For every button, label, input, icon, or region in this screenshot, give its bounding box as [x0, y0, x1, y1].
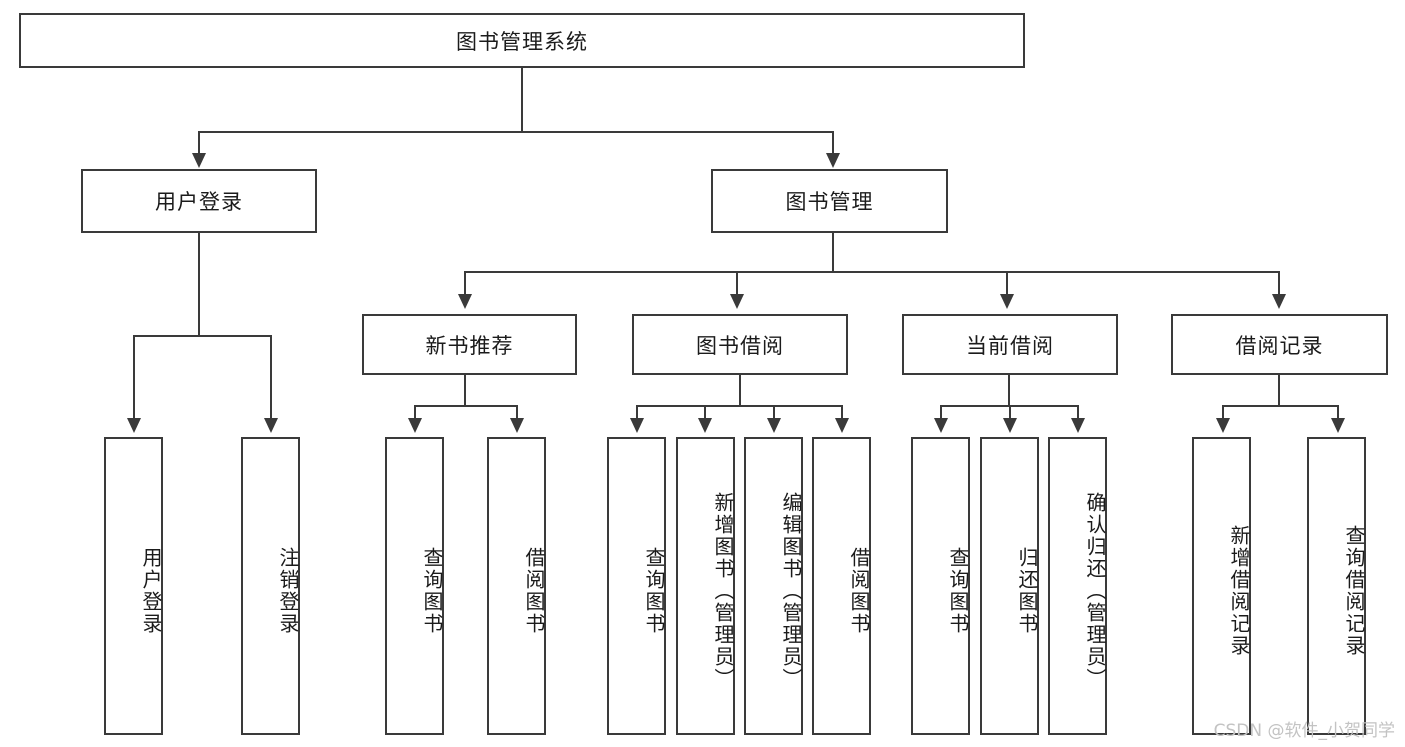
connector-book-borrow-bus	[636, 405, 843, 407]
connector-book-mgmt-to-new-book	[464, 271, 466, 296]
arrowhead-current-borrow-leaf-2	[1003, 418, 1017, 433]
arrowhead-book-borrow-leaf-2	[698, 418, 712, 433]
node-label: 借阅记录	[1235, 333, 1324, 358]
connector-book-borrow-to-leaf-4	[841, 405, 843, 420]
leaf-borrow-record-add-record[interactable]: 新增借阅记录	[1192, 437, 1251, 735]
connector-user-login-bus	[133, 335, 271, 337]
connector-book-borrow-stem	[739, 375, 741, 406]
connector-root-to-user-login	[198, 131, 200, 156]
leaf-user-login-login[interactable]: 用户登录	[104, 437, 163, 735]
arrowhead-book-borrow-leaf-4	[835, 418, 849, 433]
leaf-new-book-borrow-book[interactable]: 借阅图书	[487, 437, 546, 735]
node-label: 编辑图书（管理员）	[779, 492, 803, 690]
connector-book-mgmt-to-book-borrow	[736, 271, 738, 296]
connector-book-mgmt-bus	[464, 271, 1280, 273]
arrowhead-book-borrow-leaf-3	[767, 418, 781, 433]
arrowhead-book-mgmt-borrow-record	[1272, 294, 1286, 309]
node-label: 借阅图书	[847, 547, 871, 635]
connector-book-borrow-to-leaf-3	[773, 405, 775, 420]
node-user-login[interactable]: 用户登录	[81, 169, 317, 233]
leaf-current-borrow-return-book[interactable]: 归还图书	[980, 437, 1039, 735]
node-root-system[interactable]: 图书管理系统	[19, 13, 1025, 68]
node-label: 新增图书（管理员）	[711, 492, 735, 690]
leaf-current-borrow-confirm-return-admin[interactable]: 确认归还（管理员）	[1048, 437, 1107, 735]
leaf-user-login-logout[interactable]: 注销登录	[241, 437, 300, 735]
connector-root-stem	[521, 68, 523, 132]
node-label: 用户登录	[139, 547, 163, 635]
connector-book-borrow-to-leaf-2	[704, 405, 706, 420]
node-label: 借阅图书	[522, 547, 546, 635]
connector-current-borrow-to-leaf-2	[1009, 405, 1011, 420]
node-book-management[interactable]: 图书管理	[711, 169, 948, 233]
node-book-borrow[interactable]: 图书借阅	[632, 314, 848, 375]
arrowhead-borrow-record-leaf-1	[1216, 418, 1230, 433]
connector-current-borrow-to-leaf-1	[940, 405, 942, 420]
leaf-current-borrow-query-book[interactable]: 查询图书	[911, 437, 970, 735]
arrowhead-root-to-user-login	[192, 153, 206, 168]
arrowhead-book-borrow-leaf-1	[630, 418, 644, 433]
arrowhead-current-borrow-leaf-1	[934, 418, 948, 433]
csdn-watermark: CSDN @软件_小贺同学	[1213, 721, 1395, 741]
node-label: 查询借阅记录	[1342, 525, 1366, 657]
node-label: 图书管理	[785, 190, 874, 214]
leaf-book-borrow-edit-book-admin[interactable]: 编辑图书（管理员）	[744, 437, 803, 735]
connector-book-mgmt-to-current-borrow	[1006, 271, 1008, 296]
node-label: 用户登录	[155, 190, 243, 214]
connector-new-book-bus	[414, 405, 517, 407]
connector-current-borrow-to-leaf-3	[1077, 405, 1079, 420]
connector-root-bus	[198, 131, 834, 133]
connector-book-mgmt-to-borrow-record	[1278, 271, 1280, 296]
leaf-new-book-query-book[interactable]: 查询图书	[385, 437, 444, 735]
node-label: 查询图书	[420, 547, 444, 635]
arrowhead-book-mgmt-current-borrow	[1000, 294, 1014, 309]
connector-book-borrow-to-leaf-1	[636, 405, 638, 420]
arrowhead-book-mgmt-book-borrow	[730, 294, 744, 309]
node-label: 当前借阅	[966, 333, 1054, 358]
connector-borrow-record-stem	[1278, 375, 1280, 406]
connector-new-book-stem	[464, 375, 466, 406]
leaf-borrow-record-query-record[interactable]: 查询借阅记录	[1307, 437, 1366, 735]
arrowhead-current-borrow-leaf-3	[1071, 418, 1085, 433]
node-new-book-recommend[interactable]: 新书推荐	[362, 314, 577, 375]
arrowhead-user-login-leaf-2	[264, 418, 278, 433]
node-label: 注销登录	[276, 547, 300, 635]
arrowhead-new-book-leaf-2	[510, 418, 524, 433]
node-label: 新书推荐	[425, 333, 514, 358]
connector-user-login-stem	[198, 233, 200, 336]
connector-new-book-to-leaf-2	[516, 405, 518, 420]
node-label: 图书借阅	[696, 333, 784, 358]
node-label: 查询图书	[642, 547, 666, 635]
node-label: 查询图书	[946, 547, 970, 635]
connector-user-login-to-leaf-2	[270, 335, 272, 420]
leaf-book-borrow-borrow-book[interactable]: 借阅图书	[812, 437, 871, 735]
connector-book-mgmt-stem	[832, 233, 834, 272]
node-borrow-record[interactable]: 借阅记录	[1171, 314, 1388, 375]
leaf-book-borrow-add-book-admin[interactable]: 新增图书（管理员）	[676, 437, 735, 735]
arrowhead-user-login-leaf-1	[127, 418, 141, 433]
connector-current-borrow-stem	[1008, 375, 1010, 406]
node-label: 图书管理系统	[456, 29, 588, 54]
node-label: 确认归还（管理员）	[1083, 492, 1107, 690]
arrowhead-book-mgmt-new-book	[458, 294, 472, 309]
arrowhead-borrow-record-leaf-2	[1331, 418, 1345, 433]
node-current-borrow[interactable]: 当前借阅	[902, 314, 1118, 375]
connector-root-to-book-mgmt	[832, 131, 834, 156]
connector-borrow-record-to-leaf-1	[1222, 405, 1224, 420]
connector-user-login-to-leaf-1	[133, 335, 135, 420]
connector-borrow-record-bus	[1222, 405, 1338, 407]
arrowhead-root-to-book-mgmt	[826, 153, 840, 168]
connector-borrow-record-to-leaf-2	[1337, 405, 1339, 420]
leaf-book-borrow-query-book[interactable]: 查询图书	[607, 437, 666, 735]
node-label: 归还图书	[1015, 547, 1039, 635]
node-label: 新增借阅记录	[1227, 525, 1251, 657]
arrowhead-new-book-leaf-1	[408, 418, 422, 433]
connector-new-book-to-leaf-1	[414, 405, 416, 420]
